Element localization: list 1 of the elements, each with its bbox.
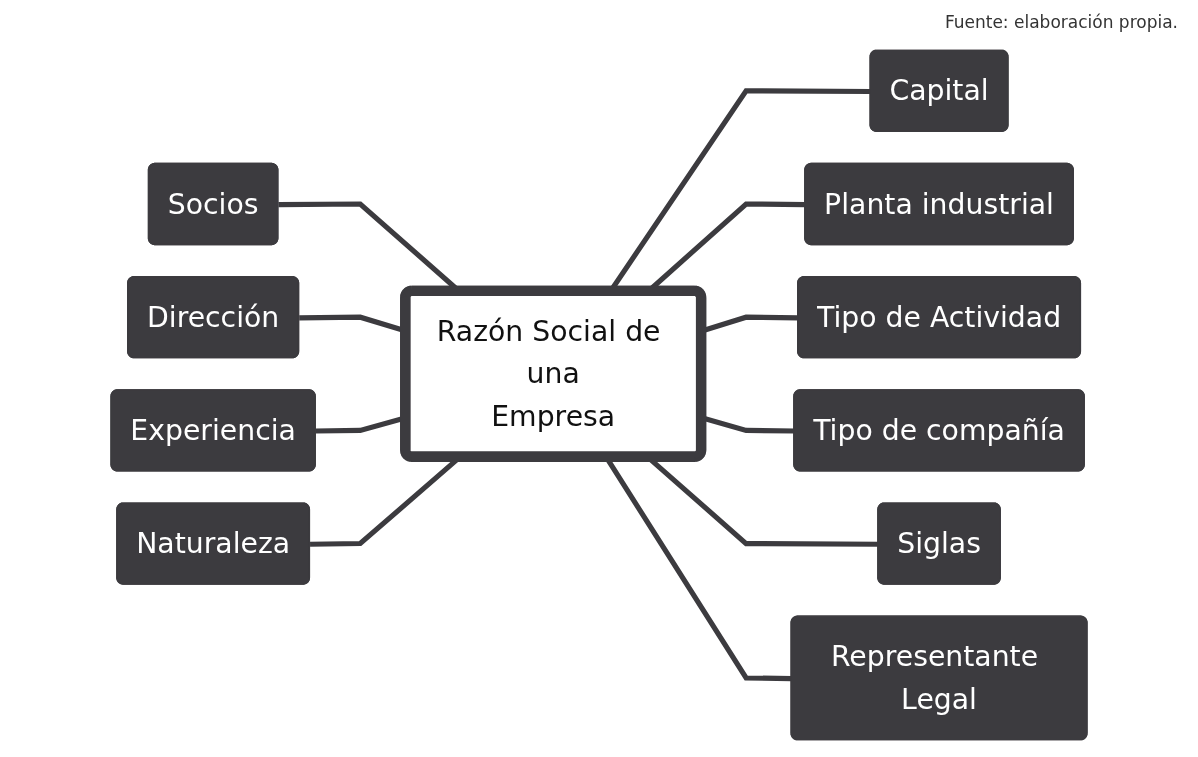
source-caption: Fuente: elaboración propia. [944, 12, 1178, 32]
